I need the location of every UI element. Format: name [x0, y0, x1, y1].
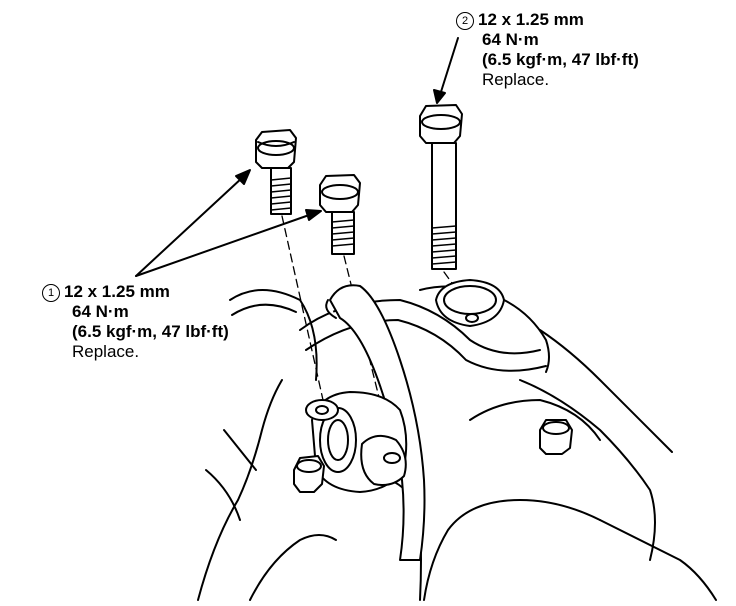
nut-right	[539, 419, 573, 455]
leader-arrows-callout-1	[135, 169, 322, 277]
note-2: Replace.	[482, 70, 550, 89]
bolt-long	[419, 104, 463, 270]
torque-alt-2: (6.5 kgf·m, 47 lbf·ft)	[482, 50, 639, 69]
stabilizer-bar	[325, 284, 426, 561]
mount-boss-right	[435, 279, 505, 327]
torque-2: 64 N·m	[482, 30, 539, 49]
bolt-left	[255, 129, 297, 215]
bolt-size-1: 12 x 1.25 mm	[64, 282, 170, 301]
leader-arrow-callout-2	[433, 37, 459, 104]
note-1: Replace.	[72, 342, 140, 361]
bolt-size-2: 12 x 1.25 mm	[478, 10, 584, 29]
nut-left-lower	[293, 455, 325, 493]
subframe-body	[197, 285, 717, 601]
callout-marker-2: 2	[456, 12, 474, 30]
mount-boss-left	[305, 399, 339, 421]
callout-marker-1: 1	[42, 284, 60, 302]
bolt-middle	[319, 174, 361, 255]
torque-1: 64 N·m	[72, 302, 129, 321]
bushing-bracket	[311, 391, 408, 493]
torque-alt-1: (6.5 kgf·m, 47 lbf·ft)	[72, 322, 229, 341]
